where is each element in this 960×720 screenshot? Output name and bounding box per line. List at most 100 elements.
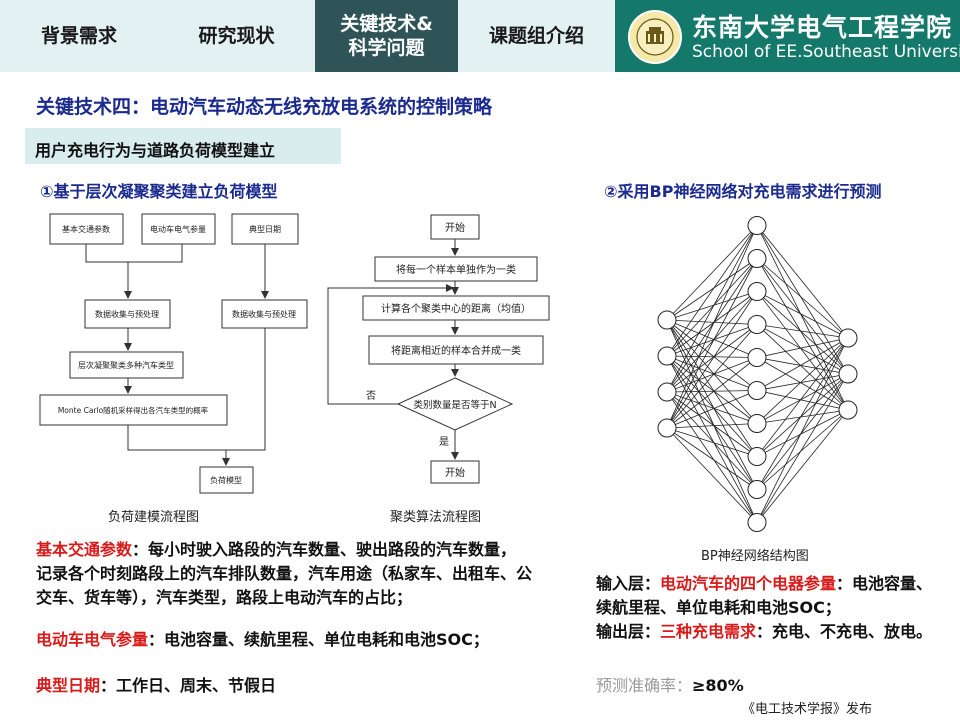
network-connection [756,258,849,375]
label-ev-params: 电动车电气参量 [150,224,206,234]
output-layer-text: ：充电、不充电、放电。 [756,622,933,641]
label-yes: 是 [439,436,449,448]
box-cluster [69,351,184,379]
network-connection [666,427,758,490]
output-node [838,400,858,420]
network-connection [666,258,758,357]
hidden-node [747,480,767,499]
network-connection [666,324,758,393]
network-connection [756,225,849,411]
network-connection [666,427,758,523]
tab-key-technology[interactable]: 关键技术& 科学问题 [315,0,458,72]
label-load-model: 负荷模型 [210,475,242,485]
label-cluster: 层次凝聚聚类多种汽车类型 [78,360,174,370]
label-preprocess-b: 数据收集与预处理 [232,309,296,319]
box-distance [362,295,550,321]
network-connection [756,291,849,375]
network-connection [666,291,758,357]
label-decision: 类别数量是否等于N [413,399,496,411]
input-layer-key: 电动汽车的四个电器参量 [660,574,837,593]
label-traffic-params: 基本交通参数 [62,224,110,234]
box-preprocess-b [221,299,308,329]
network-connection [666,390,758,429]
box-preprocess-a [84,299,171,329]
hidden-node [747,315,767,334]
network-connection [756,291,849,411]
input-layer-text: ：电池容量、续航里程、单位电耗和电池SOC； [596,574,933,617]
label-montecarlo: Monte Carlo随机采样得出各汽车类型的概率 [58,405,209,415]
network-connection [756,337,849,523]
footer-source: 《电工技术学报》发布 [742,702,873,717]
network-connection [666,319,758,325]
hidden-node [747,348,767,367]
label-distance: 计算各个聚类中心的距离（均值） [381,302,531,315]
network-connection [666,291,758,393]
network-connection [756,409,849,490]
hidden-node [747,447,767,466]
university-seal-icon [628,10,682,64]
bp-network-diagram [657,216,858,532]
input-node [657,382,677,402]
network-connection [756,337,849,490]
box-ev-params [141,213,216,245]
typical-day-key: 典型日期 [36,676,101,695]
network-connection [666,324,758,357]
load-model-flowchart: 基本交通参数 电动车电气参量 典型日期 数据收集与预处理 数据收集与预处理 层次… [39,213,308,494]
output-layer-key: 三种充电需求 [660,622,757,641]
box-merge [368,335,544,365]
network-connection [756,373,849,457]
label-typical-day: 典型日期 [249,224,281,234]
brand-name-en: School of EE.Southeast University [692,42,960,62]
input-node [657,310,677,330]
accuracy-line: 预测准确率：≥80% [596,674,744,698]
network-connection [756,324,849,339]
label-no: 否 [366,390,376,402]
network-connection [666,319,758,358]
network-connection [666,291,758,429]
page-title: 关键技术四：电动汽车动态无线充放电系统的控制策略 [36,96,493,118]
network-connection [666,225,758,393]
traffic-params-key: 基本交通参数 [36,540,133,559]
tab-research-status[interactable]: 研究现状 [198,25,275,47]
network-connection [756,337,849,457]
hidden-node [747,381,767,400]
network-connection [666,225,758,357]
cluster-algorithm-caption: 聚类算法流程图 [390,510,482,525]
label-preprocess-a: 数据收集与预处理 [95,309,159,319]
network-connection [666,319,758,490]
network-connection [756,225,849,375]
output-node [838,364,858,384]
network-connection [666,258,758,393]
sub-banner: 用户充电行为与道路负荷模型建立 [25,128,341,164]
tab-group-intro[interactable]: 课题组介绍 [488,25,584,47]
network-connection [666,391,758,490]
network-connection [756,373,849,391]
network-connection [666,390,758,393]
network-connection [666,319,758,523]
label-each-class: 将每一个样本单独作为一类 [396,263,516,276]
box-each-class [374,256,538,282]
network-connection [756,258,849,411]
input-node [657,346,677,366]
network-connection [756,373,849,490]
network-connection [666,319,758,391]
network-connection [666,355,758,457]
output-layer-label: 输出层： [596,622,661,641]
network-connection [666,355,758,424]
tab-background[interactable]: 背景需求 [40,25,117,47]
network-connection [756,409,849,457]
network-connection [756,390,849,411]
network-connection [756,258,849,339]
network-connection [756,357,849,375]
network-connection [666,225,758,429]
network-connection [666,258,758,429]
typical-day-desc: 典型日期：工作日、周末、节假日 [36,674,532,698]
network-connection [666,423,758,429]
network-connection [756,225,849,339]
label-end: 开始 [445,466,465,479]
accuracy-label: 预测准确率： [596,676,693,695]
bp-network-caption: BP神经网络结构图 [701,549,809,564]
network-connection [756,409,849,523]
load-model-caption: 负荷建模流程图 [108,510,200,525]
network-connection [756,291,849,339]
